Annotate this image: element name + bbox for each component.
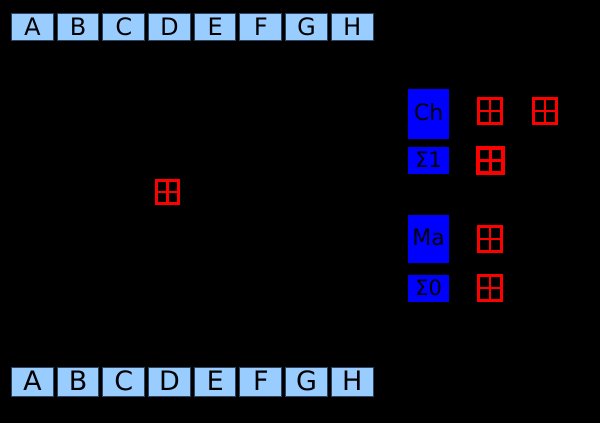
state-registers-bottom: A B C D E F G H xyxy=(11,366,374,397)
function-box-ch: Ch xyxy=(408,89,449,139)
register-cell: E xyxy=(193,366,237,397)
function-box-sigma1: Σ1 xyxy=(408,147,449,174)
function-box-sigma0: Σ0 xyxy=(408,275,449,302)
boxed-plus-icon xyxy=(477,97,503,125)
register-cell: C xyxy=(102,12,146,41)
register-cell: B xyxy=(56,12,100,41)
function-box-ma: Ma xyxy=(408,215,449,263)
boxed-plus-icon xyxy=(477,225,503,253)
register-cell: G xyxy=(285,366,328,397)
boxed-plus-icon xyxy=(532,97,558,125)
boxed-plus-icon xyxy=(476,146,505,175)
register-cell: E xyxy=(193,12,237,41)
register-cell: A xyxy=(11,366,54,397)
register-cell: D xyxy=(148,366,191,397)
register-cell: A xyxy=(11,12,54,41)
register-cell: F xyxy=(239,366,283,397)
register-cell: F xyxy=(239,12,283,41)
register-cell: B xyxy=(56,366,100,397)
register-cell: D xyxy=(148,12,191,41)
state-registers-top: A B C D E F G H xyxy=(11,12,374,41)
boxed-plus-icon xyxy=(155,179,180,205)
register-cell: G xyxy=(285,12,328,41)
register-cell: H xyxy=(330,12,374,41)
register-cell: H xyxy=(330,366,374,397)
register-cell: C xyxy=(102,366,146,397)
boxed-plus-icon xyxy=(477,274,503,302)
